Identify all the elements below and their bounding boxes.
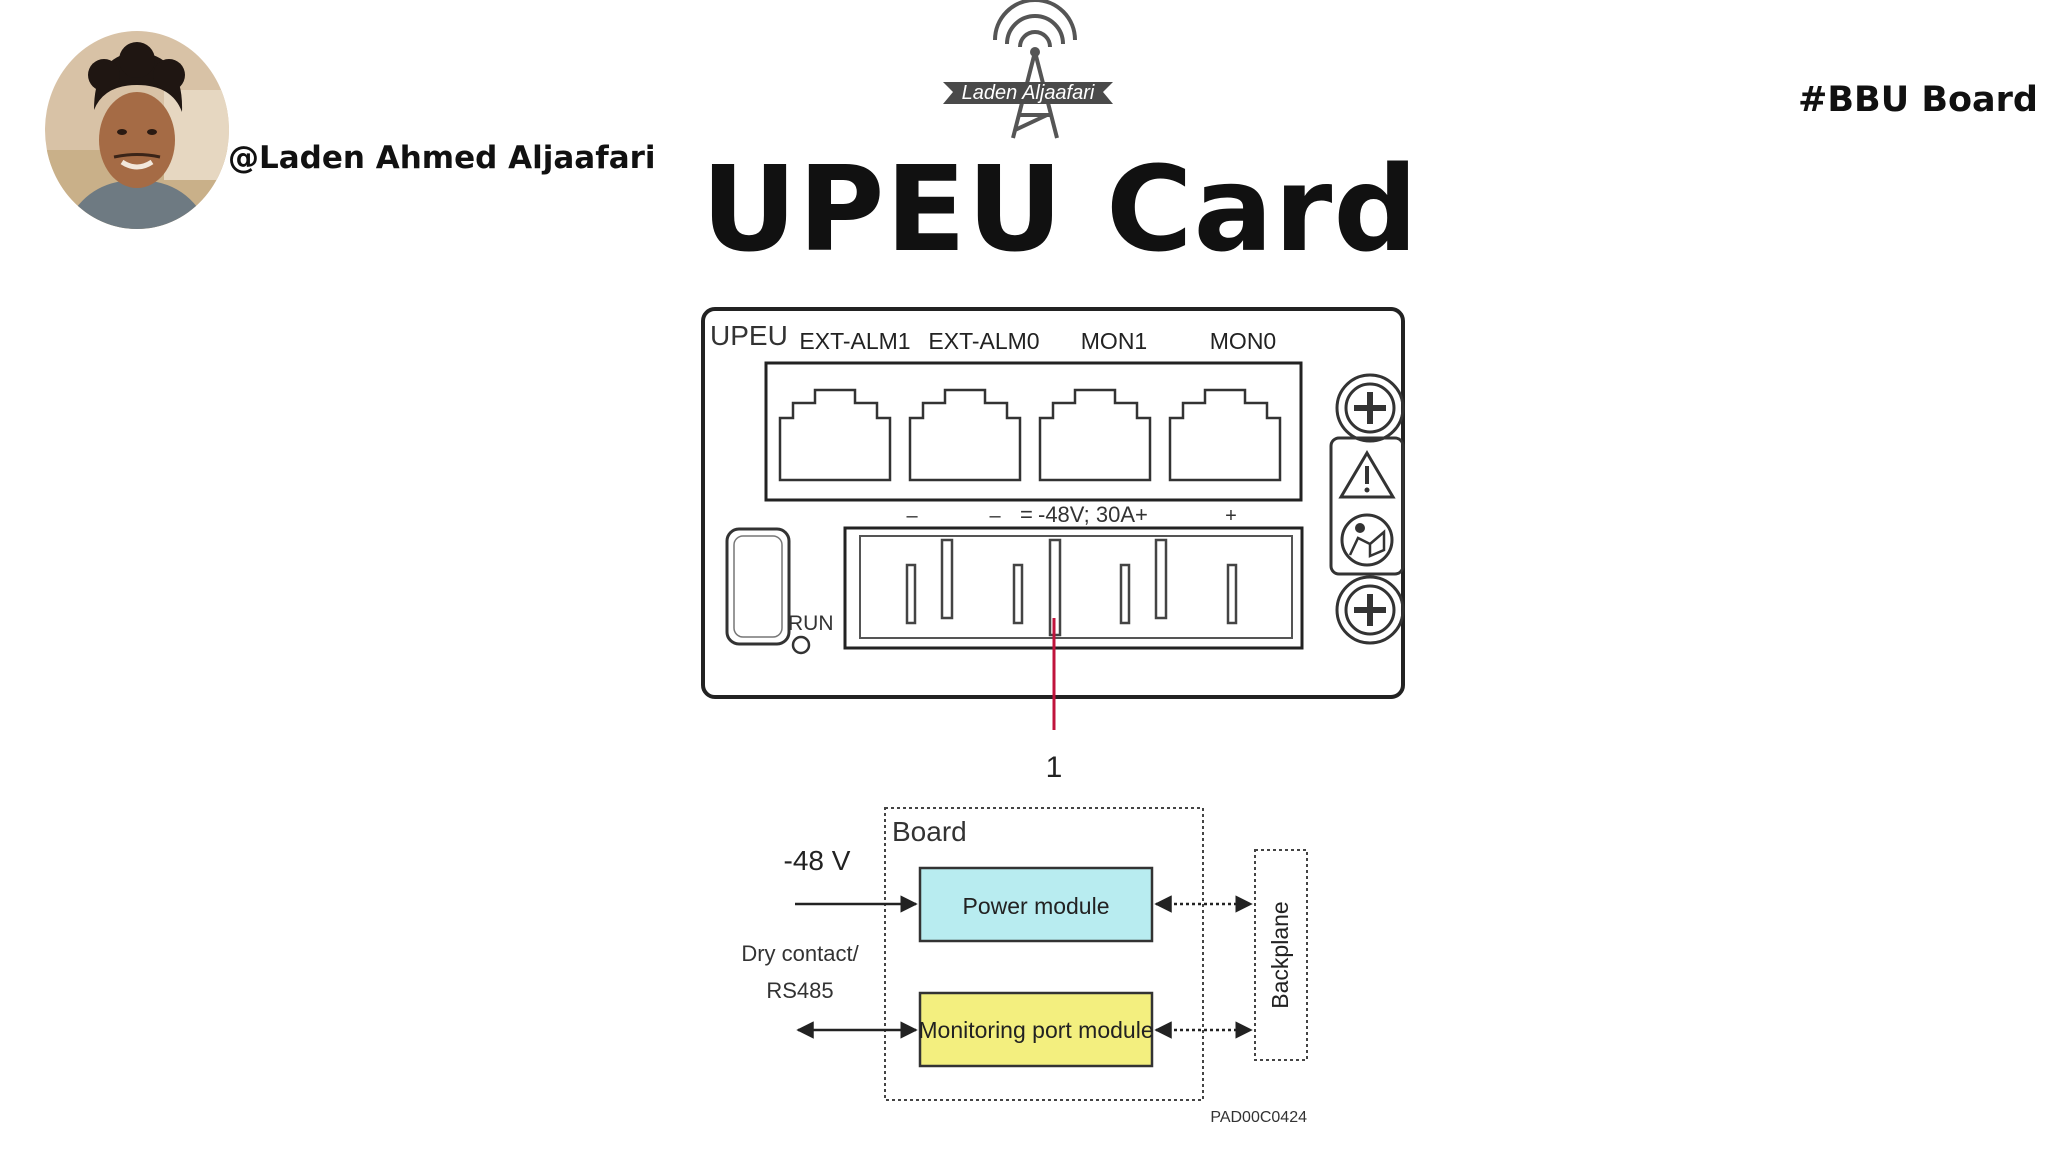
port-housing bbox=[764, 361, 1303, 502]
input-voltage-label: -48 V bbox=[784, 845, 851, 876]
port-label-ext-alm0: EXT-ALM0 bbox=[928, 328, 1039, 354]
port-label-ext-alm1: EXT-ALM1 bbox=[799, 328, 910, 354]
power-pin-2 bbox=[1012, 563, 1024, 625]
monitoring-module-box bbox=[918, 991, 1154, 1068]
dc-symbol: = bbox=[1020, 502, 1033, 527]
rj45-port-mon1 bbox=[1038, 388, 1152, 482]
board-boundary bbox=[884, 807, 1204, 1101]
logo-text: Laden Aljaafari bbox=[962, 82, 1095, 104]
monitoring-module-label: Monitoring port module bbox=[918, 1017, 1153, 1043]
backplane-box bbox=[1254, 849, 1308, 1061]
input-signal-label-line2: RS485 bbox=[766, 978, 833, 1003]
power-connector-inner bbox=[859, 535, 1293, 639]
power-pin-1 bbox=[905, 563, 917, 625]
power-pin-4 bbox=[1226, 563, 1238, 625]
pin-plus-label: + bbox=[1225, 505, 1237, 527]
warning-plate bbox=[1329, 436, 1405, 576]
power-pin-3 bbox=[1119, 563, 1131, 625]
power-module-box bbox=[918, 866, 1154, 943]
power-pin-divider-3 bbox=[1154, 538, 1168, 620]
top-screw-icon bbox=[1335, 373, 1405, 443]
power-pin-divider-1 bbox=[940, 538, 954, 620]
port-label-mon0: MON0 bbox=[1210, 328, 1276, 354]
figure-id: PAD00C0424 bbox=[1210, 1109, 1307, 1126]
board-name-label: UPEU bbox=[710, 320, 788, 351]
port-label-mon1: MON1 bbox=[1081, 328, 1147, 354]
rj45-port-ext-alm0 bbox=[908, 388, 1022, 482]
power-connector bbox=[843, 526, 1304, 650]
input-signal-label-line1: Dry contact/ bbox=[741, 941, 859, 966]
tower-logo: Laden Aljaafari bbox=[943, 0, 1113, 139]
power-switch-inner bbox=[733, 535, 783, 638]
page-title: UPEU Card bbox=[701, 140, 1419, 278]
rj45-port-mon0 bbox=[1168, 388, 1282, 482]
author-handle: @Laden Ahmed Aljaafari bbox=[228, 140, 656, 176]
power-module-label: Power module bbox=[962, 893, 1109, 919]
run-led bbox=[791, 635, 811, 655]
pin-minus-2-label: – bbox=[989, 505, 1001, 527]
author-avatar bbox=[45, 31, 229, 229]
bottom-screw-icon bbox=[1335, 575, 1405, 645]
rj45-port-ext-alm1 bbox=[778, 388, 892, 482]
callout-number: 1 bbox=[1046, 751, 1063, 780]
upeu-block-diagram: Board Power module Monitoring port modul… bbox=[741, 807, 1308, 1126]
power-switch bbox=[725, 527, 791, 646]
run-indicator-label: RUN bbox=[788, 612, 834, 635]
power-rating-label: -48V; 30A+ bbox=[1038, 502, 1148, 527]
backplane-label: Backplane bbox=[1267, 901, 1293, 1008]
warning-triangle-icon bbox=[1338, 450, 1396, 499]
hashtag-label: #BBU Board bbox=[1798, 80, 2038, 120]
board-label: Board bbox=[892, 816, 967, 847]
read-manual-icon bbox=[1340, 513, 1394, 567]
upeu-front-panel: UPEU EXT-ALM1 EXT-ALM0 MON1 MON0 – – = -… bbox=[701, 307, 1405, 780]
pin-minus-1-label: – bbox=[906, 505, 918, 527]
